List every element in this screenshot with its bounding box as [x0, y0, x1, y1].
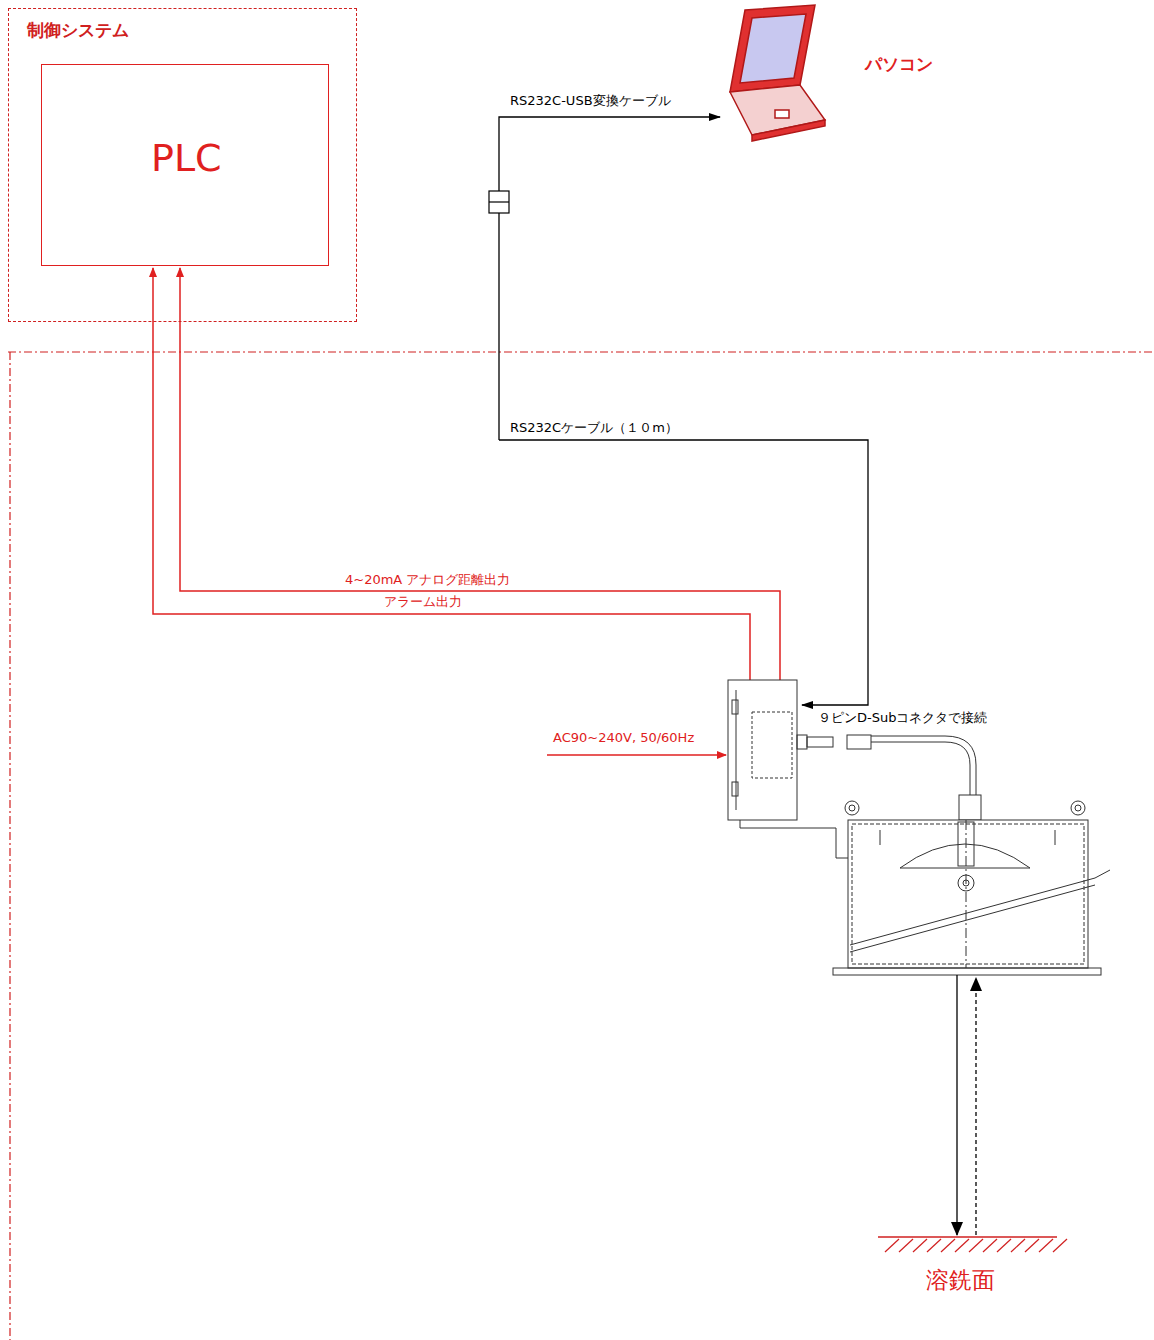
- annotation-label: RS232Cケーブル（１０m）: [508, 421, 680, 436]
- analog-wire: [180, 268, 780, 680]
- laptop-icon: [730, 5, 825, 141]
- annotation-label: RS232C-USB変換ケーブル: [508, 94, 673, 109]
- sensor-head: [833, 801, 1110, 975]
- cable-connector: [489, 191, 509, 213]
- measure-arrow: [956, 975, 957, 1235]
- annotation-label: 4~20mA アナログ距離出力: [343, 573, 512, 588]
- system-region: 制御システム PLC: [8, 8, 357, 322]
- computer-node: パソコン: [715, 5, 935, 145]
- echo-arrow: [975, 978, 976, 1235]
- rs232c-cable: [499, 440, 868, 705]
- alarm-wire: [153, 268, 750, 680]
- power-wire: [547, 754, 726, 756]
- annotation-label: AC90~240V, 50/60Hz: [551, 731, 696, 746]
- annotation-label: ９ピンD-Subコネクタで接続: [816, 711, 989, 726]
- usb-cable: [499, 117, 720, 440]
- node-label: PLC: [151, 137, 222, 181]
- node-label: 制御システム: [27, 21, 129, 41]
- surface-line: [878, 1236, 1057, 1238]
- node-label: パソコン: [865, 55, 933, 75]
- annotation-label: アラーム出力: [382, 595, 464, 610]
- annotation-label: 溶銑面: [924, 1267, 997, 1293]
- plc-box: PLC: [41, 64, 329, 266]
- surface-hatch: [885, 1239, 1067, 1252]
